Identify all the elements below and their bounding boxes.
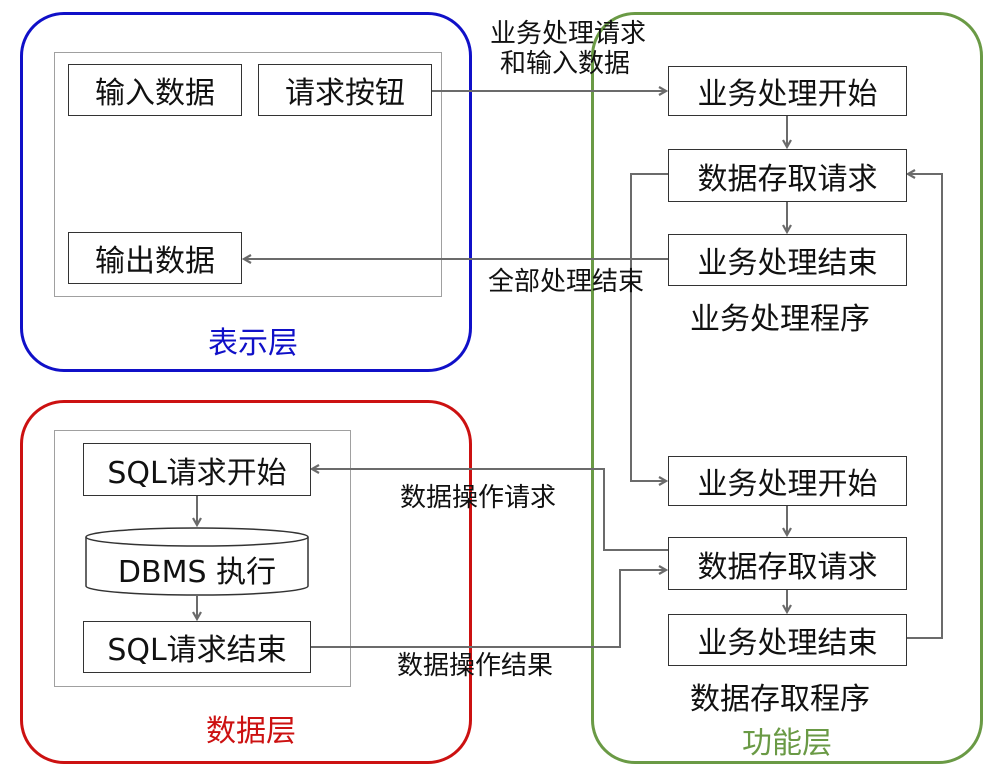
business-access-request-box: 数据存取请求 (668, 149, 907, 202)
function-layer (591, 12, 983, 764)
access-start-box: 业务处理开始 (668, 456, 907, 506)
business-program-caption: 业务处理程序 (690, 302, 870, 337)
access-end-box: 业务处理结束 (668, 614, 907, 666)
business-end-box: 业务处理结束 (668, 234, 907, 286)
business-start-box: 业务处理开始 (668, 66, 907, 116)
output-data-box: 输出数据 (68, 232, 242, 284)
presentation-layer (20, 12, 472, 372)
access-request-box: 数据存取请求 (668, 537, 907, 590)
label-all-done: 全部处理结束 (488, 267, 645, 297)
label-data-op-request: 数据操作请求 (400, 483, 557, 513)
data-panel (54, 430, 351, 687)
input-data-box: 输入数据 (68, 64, 242, 116)
presentation-panel (54, 52, 442, 297)
label-request-line1: 业务处理请求 (490, 19, 647, 49)
label-data-op-result: 数据操作结果 (397, 651, 554, 681)
request-button[interactable]: 请求按钮 (258, 64, 432, 116)
data-layer-title: 数据层 (206, 714, 296, 749)
sql-end-box: SQL请求结束 (83, 621, 311, 673)
label-request-line2: 和输入数据 (500, 49, 631, 79)
presentation-layer-title: 表示层 (208, 326, 298, 361)
function-layer-title: 功能层 (742, 726, 832, 761)
access-program-caption: 数据存取程序 (690, 682, 870, 717)
sql-start-box: SQL请求开始 (83, 443, 311, 496)
dbms-execute-label: DBMS 执行 (117, 555, 277, 590)
